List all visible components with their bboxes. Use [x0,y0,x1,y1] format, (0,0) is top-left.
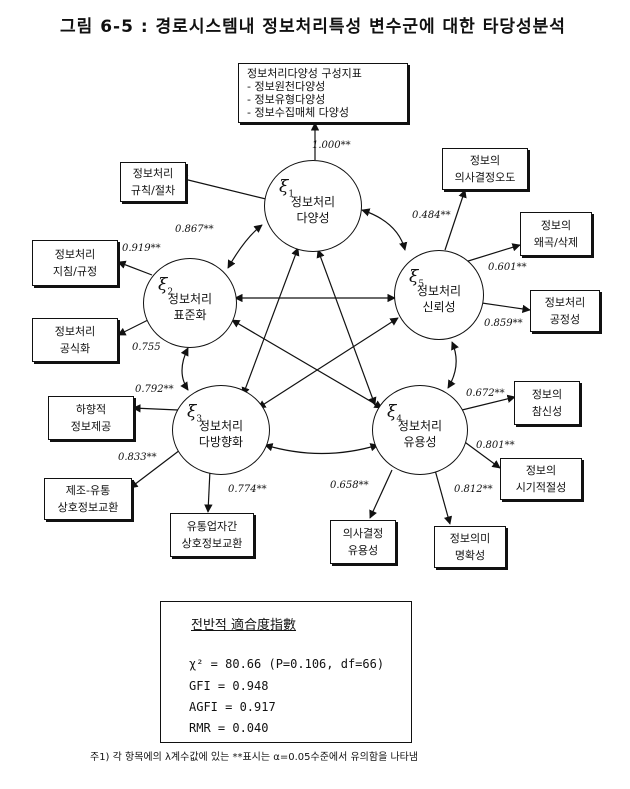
xi-symbol: ξ5 [409,267,425,290]
fit-agfi: AGFI = 0.917 [189,700,276,714]
coef-novelty: 0.672** [466,388,505,399]
coef-distortion: 0.601** [488,262,527,273]
loading-xi3-mfg [129,449,181,489]
loading-xi5-mislead [444,189,467,251]
diversity-box-heading: 정보처리다양성 구성지표 [247,67,362,80]
loading-xi3-down [132,404,179,413]
factor-label: 표준화 [173,308,207,322]
corr-xi1-xi3 [241,247,300,396]
loading-xi4-novel [461,394,516,411]
factor-label: 정보처리 [290,195,336,209]
factor-label: 다방향화 [198,435,244,449]
figure-title: 그림 6-5 : 경로시스템내 정보처리특성 변수군에 대한 타당성분석 [60,17,566,37]
factor-label: 유용성 [403,435,437,449]
coef-formalization: 0.755 [132,342,161,353]
coef-fairness: 0.859** [484,318,523,329]
coef-clarity: 0.812** [454,484,493,495]
loading-xi4-timely [461,439,501,469]
factor-label: 정보처리 [416,284,462,298]
coef-dist-exchange: 0.774** [228,484,267,495]
xi-symbol: ξ1 [279,177,295,200]
factor-label: 정보처리 [167,292,213,306]
loading-xi2-guide [117,260,153,276]
coef-rules: 0.867** [175,224,214,235]
xi-symbol: ξ4 [387,402,403,425]
corr-xi1-xi5 [361,208,408,251]
diversity-box-item: - 정보수집매체 다양성 [247,106,350,119]
corr-xi5-xi3 [257,317,399,409]
coef-mfg-exchange: 0.833** [118,452,157,463]
footnote: 주1) 각 항목에의 λ계수값에 있는 **표시는 α=0.05수준에서 유의함… [90,752,419,763]
factor-xi2: ξ2 정보처리 표준화 [143,258,237,348]
loading-xi5-fair [474,301,531,314]
factor-label: 정보처리 [198,419,244,433]
coef-misleading: 0.484** [412,210,451,221]
corr-xi3-xi4 [264,443,379,455]
fit-indices-box: 전반적 適合度指數 χ² = 80.66 (P=0.106, df=66) GF… [160,601,412,743]
fit-gfi: GFI = 0.948 [189,679,269,693]
diversity-box-item: - 정보원천다양성 [247,80,326,93]
factor-xi4: ξ4 정보처리 유용성 [372,385,468,475]
xi-symbol: ξ3 [187,402,203,425]
factor-xi5: ξ5 정보처리 신뢰성 [394,250,484,340]
coef-top-down: 0.792** [135,384,174,395]
factor-xi3: ξ3 정보처리 다방향화 [172,385,270,475]
loading-xi4-useful [369,469,393,519]
fit-rmr: RMR = 0.040 [189,721,269,735]
loading-xi4-clarity [434,469,453,525]
fit-chi-square: χ² = 80.66 (P=0.106, df=66) [189,657,385,671]
loading-xi1-rule [179,175,271,201]
diversity-box-item: - 정보유형다양성 [247,93,326,106]
factor-xi1: ξ1 정보처리 다양성 [264,160,362,252]
corr-xi1-xi4 [316,249,377,406]
loading-xi5-distort [464,243,521,263]
loading-xi3-dist [204,469,213,513]
coef-guidelines: 0.919** [122,243,161,254]
coef-timeliness: 0.801** [476,440,515,451]
xi-symbol: ξ2 [158,275,174,298]
coef-diversity: 1.000** [312,140,351,151]
corr-xi5-xi4 [447,341,459,389]
diversity-indicator-box: 정보처리다양성 구성지표 - 정보원천다양성 - 정보유형다양성 - 정보수집매… [238,63,408,123]
factor-label: 신뢰성 [422,300,456,314]
fit-title: 전반적 適合度指數 [191,618,297,633]
factor-label: 정보처리 [397,419,443,433]
corr-xi2-xi3 [180,347,189,391]
corr-xi1-xi2 [227,224,263,269]
factor-label: 다양성 [296,211,330,225]
coef-decision-usefulness: 0.658** [330,480,369,491]
